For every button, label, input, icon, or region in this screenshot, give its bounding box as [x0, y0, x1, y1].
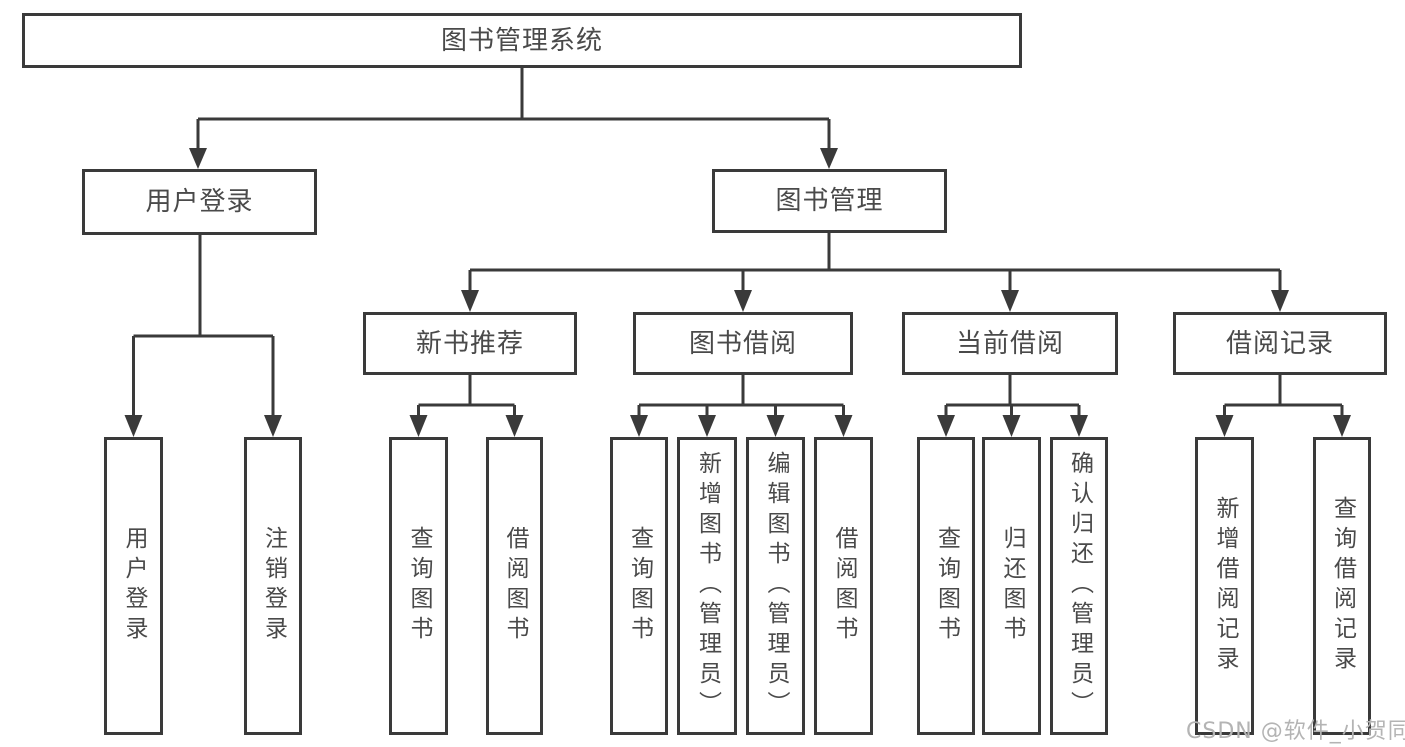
node-leaf-logout-label: 注销登录 — [260, 526, 287, 646]
node-leaf-query-books-1-label: 查询图书 — [406, 526, 432, 646]
node-new-book-recommend-label: 新书推荐 — [415, 328, 524, 359]
arrowhead — [461, 290, 479, 312]
node-leaf-query-books-1: 查询图书 — [389, 437, 448, 735]
csdn-watermark: CSDN @软件_小贺同学 — [1186, 719, 1405, 744]
arrowhead — [505, 415, 524, 437]
node-leaf-return-books-label: 归还图书 — [999, 526, 1025, 646]
node-leaf-confirm-return-admin: 确认归还（管理员） — [1050, 437, 1108, 735]
node-leaf-borrow-books-1-label: 借阅图书 — [502, 526, 528, 646]
node-book-management-label: 图书管理 — [775, 186, 884, 216]
arrowhead — [734, 290, 752, 312]
connector-new-book-recommend-to-children — [409, 375, 524, 437]
connector-book-management-to-children — [461, 233, 1289, 312]
node-new-book-recommend: 新书推荐 — [363, 312, 577, 375]
arrowhead — [834, 415, 853, 437]
node-leaf-query-books-2-label: 查询图书 — [626, 526, 653, 646]
arrowhead — [264, 415, 282, 437]
node-leaf-return-books: 归还图书 — [982, 437, 1041, 735]
node-leaf-borrow-books-1: 借阅图书 — [486, 437, 543, 735]
arrowhead — [1215, 415, 1234, 437]
node-user-login: 用户登录 — [82, 169, 317, 235]
arrowhead — [698, 415, 716, 437]
node-leaf-query-borrow-record-label: 查询借阅记录 — [1329, 496, 1356, 676]
node-library-system-label: 图书管理系统 — [440, 25, 603, 56]
node-leaf-user-login-label: 用户登录 — [121, 526, 147, 646]
node-leaf-add-books-admin: 新增图书（管理员） — [677, 437, 737, 735]
connector-current-borrowing-to-children — [937, 375, 1088, 437]
node-leaf-borrow-books-2: 借阅图书 — [814, 437, 873, 735]
arrowhead — [937, 415, 955, 437]
node-borrowing-records-label: 借阅记录 — [1225, 328, 1334, 359]
arrowhead — [1271, 290, 1289, 312]
node-leaf-add-borrow-record-label: 新增借阅记录 — [1212, 496, 1238, 676]
node-library-system: 图书管理系统 — [22, 13, 1022, 68]
node-leaf-query-books-3: 查询图书 — [917, 437, 975, 735]
arrowhead — [189, 148, 207, 169]
node-current-borrowing: 当前借阅 — [902, 312, 1118, 375]
node-current-borrowing-label: 当前借阅 — [955, 328, 1064, 359]
node-book-borrowing: 图书借阅 — [633, 312, 853, 375]
node-leaf-query-borrow-record: 查询借阅记录 — [1313, 437, 1371, 735]
node-user-login-label: 用户登录 — [145, 187, 254, 217]
node-leaf-borrow-books-2-label: 借阅图书 — [831, 526, 857, 646]
node-leaf-edit-books-admin-label: 编辑图书（管理员） — [763, 451, 789, 721]
arrowhead — [1070, 415, 1088, 437]
arrowhead — [409, 415, 428, 437]
arrowhead — [820, 148, 838, 169]
connector-borrowing-records-to-children — [1215, 375, 1351, 437]
node-leaf-query-books-3-label: 查询图书 — [933, 526, 960, 646]
node-leaf-add-books-admin-label: 新增图书（管理员） — [694, 451, 721, 721]
connector-book-borrowing-to-children — [630, 375, 853, 437]
node-leaf-query-books-2: 查询图书 — [610, 437, 668, 735]
node-leaf-confirm-return-admin-label: 确认归还（管理员） — [1066, 451, 1093, 721]
connector-user-login-to-children — [124, 235, 282, 437]
connector-root-to-level2 — [189, 68, 838, 169]
arrowhead — [1333, 415, 1351, 437]
arrowhead — [630, 415, 648, 437]
arrowhead — [1001, 290, 1019, 312]
node-leaf-user-login: 用户登录 — [104, 437, 163, 735]
arrowhead — [124, 415, 143, 437]
node-leaf-add-borrow-record: 新增借阅记录 — [1195, 437, 1254, 735]
arrowhead — [1002, 415, 1021, 437]
node-book-borrowing-label: 图书借阅 — [688, 328, 797, 359]
arrowhead — [766, 415, 785, 437]
node-book-management: 图书管理 — [712, 169, 947, 233]
node-leaf-edit-books-admin: 编辑图书（管理员） — [746, 437, 805, 735]
node-leaf-logout: 注销登录 — [244, 437, 302, 735]
node-borrowing-records: 借阅记录 — [1173, 312, 1387, 375]
